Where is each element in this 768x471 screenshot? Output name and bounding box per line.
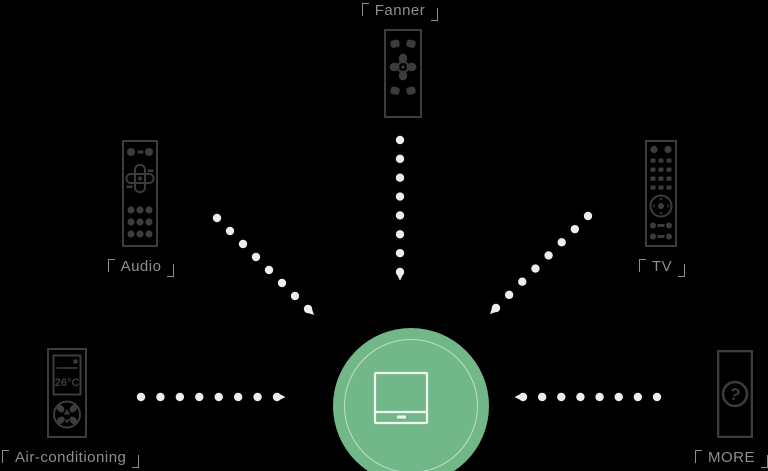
bracket-right xyxy=(132,454,140,468)
dotted-arrow-audio xyxy=(212,213,315,316)
dotted-arrow-air_conditioning xyxy=(136,392,286,402)
device-label-more: MORE xyxy=(695,449,768,468)
ac-temperature-display: 26°C xyxy=(55,377,80,389)
ac-remote-icon: 26°C xyxy=(47,348,87,438)
bracket-right xyxy=(678,263,686,277)
fan-remote-icon xyxy=(384,29,422,118)
device-label-tv: TV xyxy=(610,258,714,277)
dotted-arrow-more xyxy=(514,392,662,402)
device-label-air-conditioning: Air-conditioning xyxy=(2,449,140,468)
device-name: TV xyxy=(651,258,673,275)
dotted-arrow-fanner xyxy=(395,135,405,281)
bracket-right xyxy=(167,263,175,277)
device-tv[interactable]: TV xyxy=(610,138,714,280)
bracket-left xyxy=(2,449,9,463)
device-label-audio: Audio xyxy=(88,258,194,277)
bracket-left xyxy=(638,258,646,272)
more-icon: ? xyxy=(717,350,753,438)
device-more[interactable]: ? MORE xyxy=(695,348,768,471)
bracket-left xyxy=(107,258,115,272)
tablet-icon xyxy=(373,371,429,425)
hub-inner-ring xyxy=(344,339,478,471)
question-mark-glyph: ? xyxy=(728,384,743,405)
audio-remote-icon xyxy=(122,140,158,247)
tv-remote-icon xyxy=(645,140,677,247)
device-name: Fanner xyxy=(374,2,426,19)
device-air-conditioning[interactable]: 26°C Air-conditioning xyxy=(0,346,152,471)
device-name: Audio xyxy=(120,258,162,275)
dotted-arrow-tv xyxy=(489,211,593,315)
bracket-right xyxy=(761,454,768,468)
device-name: MORE xyxy=(708,449,755,466)
bracket-left xyxy=(695,449,702,463)
device-label-fanner: Fanner xyxy=(330,2,470,21)
bracket-right xyxy=(431,7,439,21)
device-fanner[interactable]: Fanner xyxy=(330,0,470,122)
bracket-left xyxy=(361,2,369,16)
device-audio[interactable]: Audio xyxy=(88,138,194,280)
hub-device[interactable] xyxy=(333,328,489,471)
device-name: Air-conditioning xyxy=(15,449,127,466)
